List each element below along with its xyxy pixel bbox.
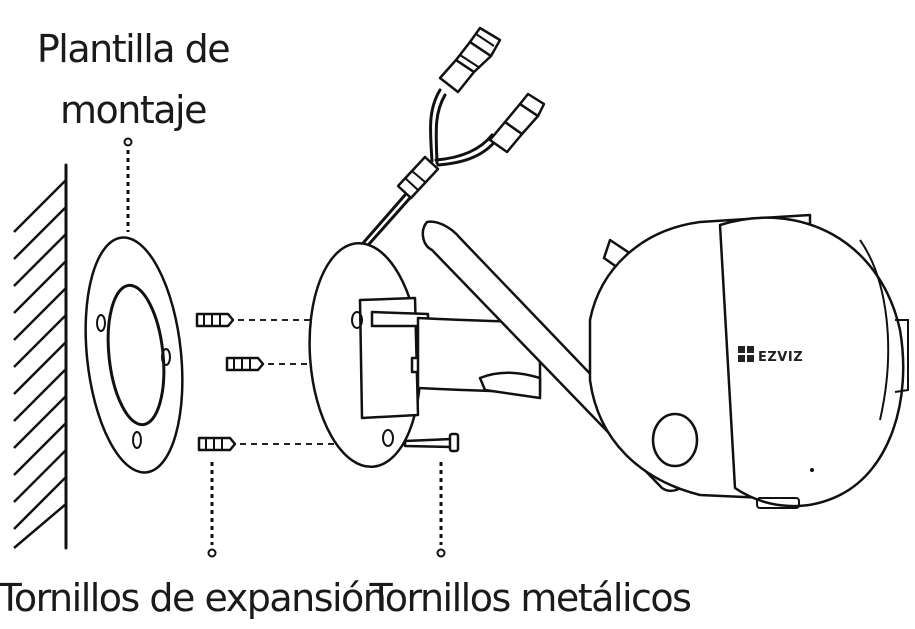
expansion-screws xyxy=(195,312,265,452)
label-expansion-screws: Tornillos de expansión xyxy=(0,576,385,620)
expansion-screws-callout xyxy=(207,462,217,558)
metal-screw xyxy=(403,432,460,453)
expansion-screw-3 xyxy=(197,436,237,452)
camera-cable xyxy=(355,26,546,254)
camera-body xyxy=(588,213,909,509)
expansion-screw-2 xyxy=(225,356,265,372)
brand-logo-text: EZVIZ xyxy=(758,350,803,365)
label-mounting-template-line1: Plantilla de xyxy=(37,27,229,71)
label-metal-screws: Tornillos metálicos xyxy=(369,576,691,620)
wall xyxy=(13,163,68,550)
camera-arm xyxy=(416,316,542,400)
mounting-template-callout xyxy=(123,137,133,232)
label-mounting-template-line2: montaje xyxy=(60,88,206,132)
expansion-screw-1 xyxy=(195,312,235,328)
brand-logo: EZVIZ xyxy=(738,346,803,365)
mounting-template xyxy=(84,236,184,474)
network-connector xyxy=(438,26,502,94)
metal-screws-callout xyxy=(436,462,446,558)
power-connector xyxy=(488,92,546,154)
